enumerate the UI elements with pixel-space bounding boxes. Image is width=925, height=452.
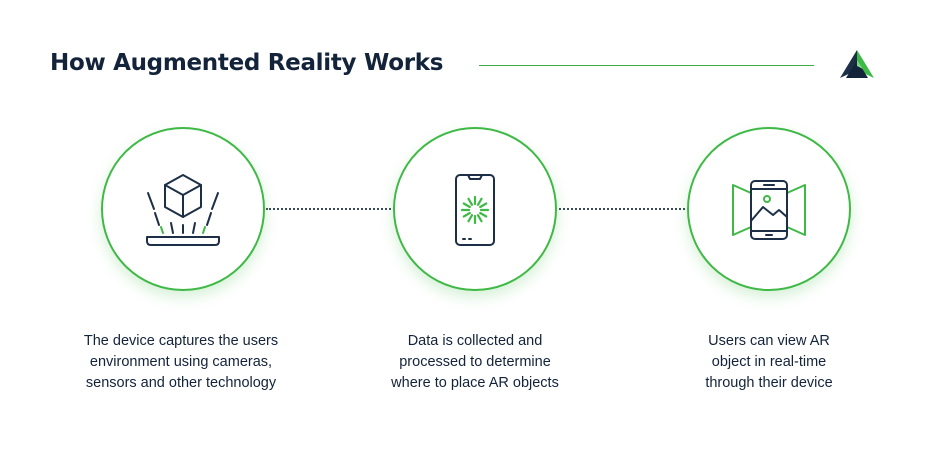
phone-ar-view-icon	[732, 180, 806, 240]
step-2-caption: Data is collected and processed to deter…	[345, 331, 605, 394]
step-3-circle	[687, 127, 851, 291]
caption-line: sensors and other technology	[85, 375, 277, 391]
caption-line: through their device	[705, 375, 833, 391]
page-title: How Augmented Reality Works	[50, 50, 444, 76]
caption-line: object in real-time	[711, 354, 827, 370]
title-divider	[479, 65, 814, 66]
step-1-caption: The device captures the users environmen…	[51, 331, 311, 394]
caption-line: The device captures the users	[83, 333, 279, 349]
dotted-connector-2-3	[559, 208, 685, 210]
caption-line: environment using cameras,	[89, 354, 273, 370]
caption-line: Data is collected and	[407, 333, 543, 349]
step-1-circle	[101, 127, 265, 291]
step-3-caption: Users can view AR object in real-time th…	[639, 331, 899, 394]
phone-loading-icon	[455, 174, 495, 246]
triangle-arrow-logo-icon	[840, 50, 874, 78]
hologram-cube-icon	[146, 174, 220, 246]
dotted-connector-1-2	[266, 208, 391, 210]
caption-line: where to place AR objects	[391, 375, 559, 391]
step-2-circle	[393, 127, 557, 291]
caption-line: Users can view AR	[708, 333, 830, 349]
caption-line: processed to determine	[399, 354, 551, 370]
